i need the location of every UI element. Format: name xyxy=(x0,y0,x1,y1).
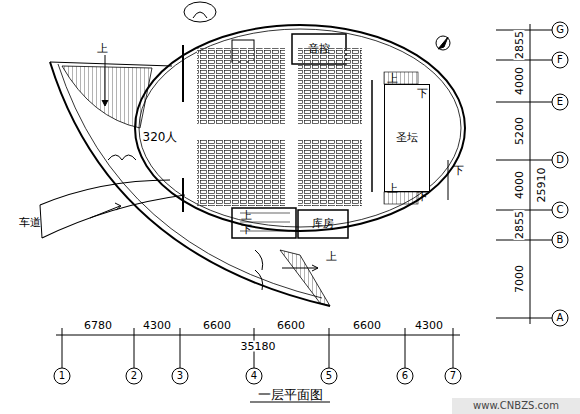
dimension-or-grid-label: 2855 xyxy=(514,210,525,240)
dimension-or-grid-label: 25910 xyxy=(536,167,547,204)
dimension-or-grid-label: 4000 xyxy=(514,66,525,96)
plan-label: 下 xyxy=(453,165,464,176)
room-name: 音控 xyxy=(308,43,330,55)
plan-label: 320人 xyxy=(143,131,178,143)
room-label-area: 音控 xyxy=(296,37,342,61)
dimension-or-grid-label: F xyxy=(557,55,563,65)
plan-label: 下 xyxy=(417,88,428,99)
dimension-or-grid-label: 4000 xyxy=(514,170,525,200)
dimension-or-grid-label: C xyxy=(557,205,564,215)
altar-platform: 圣坛 xyxy=(384,84,430,192)
plan-label: 上 xyxy=(326,251,337,262)
room-name: 库房 xyxy=(312,218,334,230)
dimension-or-grid-label: 4300 xyxy=(414,320,444,331)
plan-label: 上 xyxy=(387,183,398,194)
dimension-or-grid-label: B xyxy=(557,235,564,245)
dimension-or-grid-label: 5200 xyxy=(514,116,525,146)
watermark: www.CNBZS.com xyxy=(473,401,559,411)
dimension-or-grid-label: 7000 xyxy=(514,264,525,294)
dimension-or-grid-label: 35180 xyxy=(240,341,277,352)
dimension-or-grid-label: E xyxy=(557,97,563,107)
room-name: 圣坛 xyxy=(396,132,418,144)
dimension-or-grid-label: 6600 xyxy=(276,320,306,331)
dimension-or-grid-label: 5 xyxy=(326,371,332,381)
plan-label: 车道 xyxy=(19,217,41,228)
plan-label: 上 xyxy=(387,73,398,84)
plan-label: 下 xyxy=(241,224,252,235)
dimension-or-grid-label: 3 xyxy=(177,371,183,381)
room-label-area: 库房 xyxy=(300,212,346,236)
dimension-or-grid-label: D xyxy=(556,155,564,165)
dimension-or-grid-label: G xyxy=(556,25,564,35)
plan-label: 上 xyxy=(241,210,252,221)
dimension-or-grid-label: 6600 xyxy=(202,320,232,331)
dimension-or-grid-label: 4300 xyxy=(142,320,172,331)
dimension-or-grid-label: 6 xyxy=(402,371,408,381)
dimension-or-grid-label: A xyxy=(557,313,564,323)
dimension-or-grid-label: 4 xyxy=(251,371,257,381)
dimension-or-grid-label: 1 xyxy=(59,371,65,381)
plan-label: 上 xyxy=(97,43,108,54)
drawing-title: 一层平面图 xyxy=(258,386,323,404)
dimension-or-grid-label: 7 xyxy=(450,371,456,381)
plan-label: 下 xyxy=(417,191,428,202)
dimension-or-grid-label: 6600 xyxy=(352,320,382,331)
dimension-or-grid-label: 2855 xyxy=(514,30,525,60)
dimension-or-grid-label: 6780 xyxy=(83,320,113,331)
dimension-or-grid-label: 2 xyxy=(131,371,137,381)
